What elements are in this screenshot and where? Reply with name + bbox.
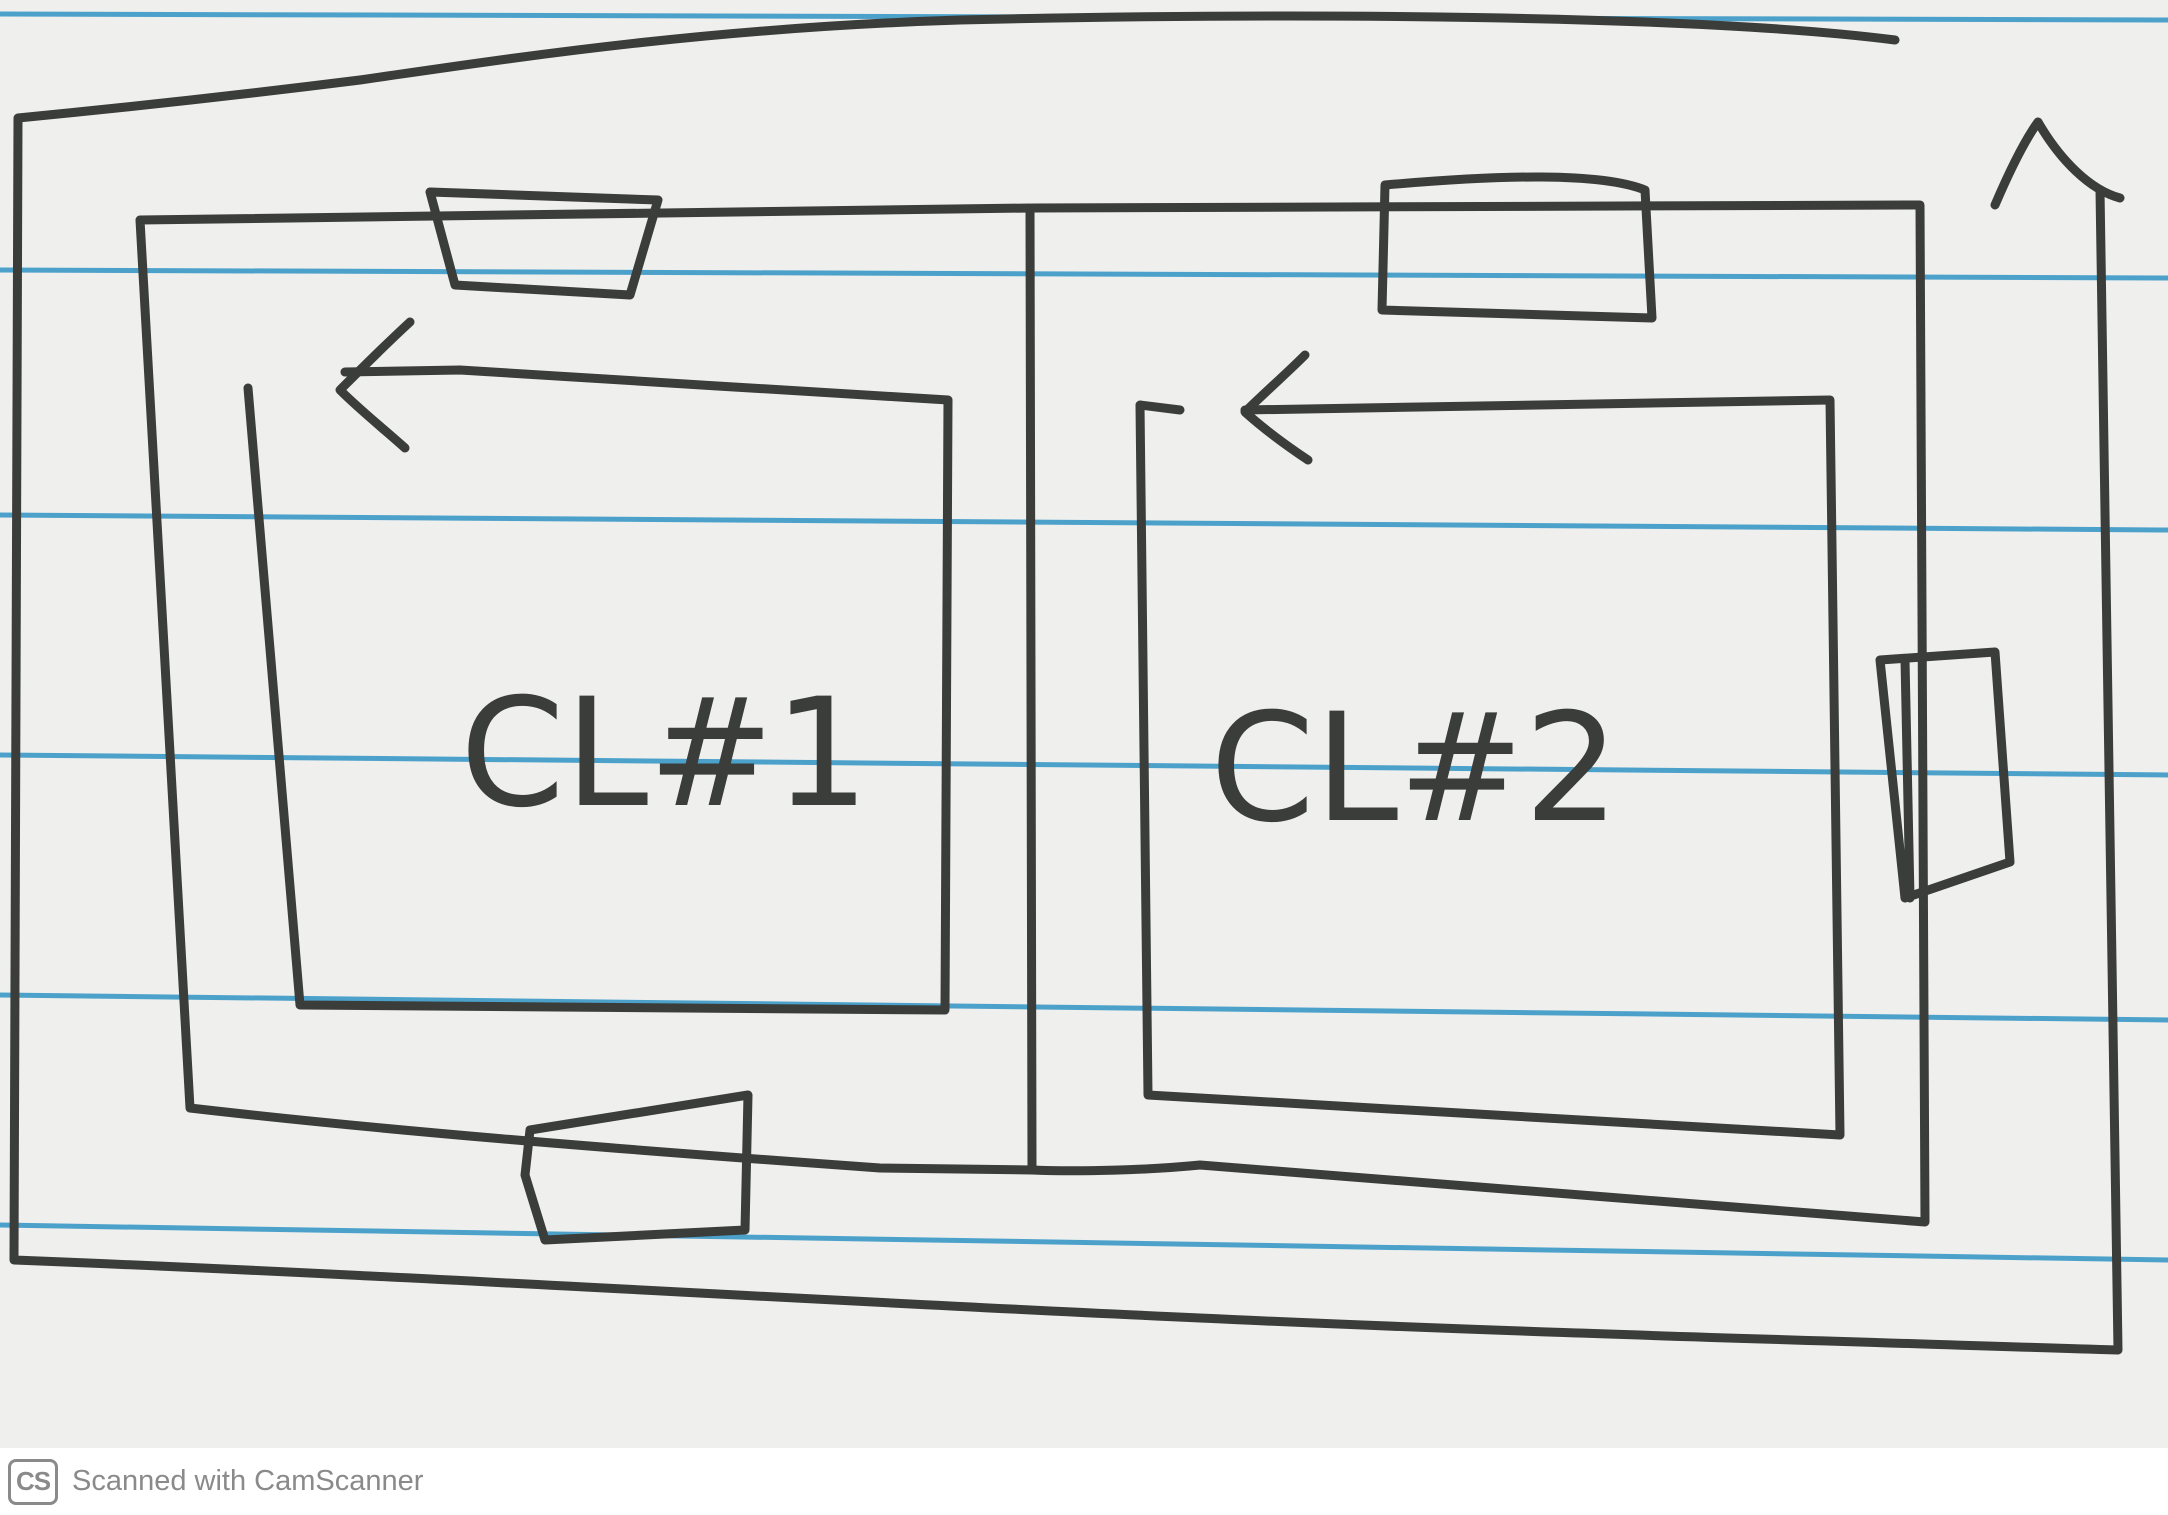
right-block-label: CL#2 [1210,682,1619,856]
right-arrow-icon [1240,350,1313,465]
notebook-paper: CL#1 CL#2 [0,11,2168,1355]
scanner-footer: CS Scanned with CamScanner [0,1448,2168,1515]
left-bottom-small-box [520,1090,753,1245]
hand-drawn-diagram: CL#1 CL#2 [0,11,2168,1355]
scanner-watermark-text: Scanned with CamScanner [72,1465,424,1497]
upward-arrow-icon [1990,117,2125,210]
right-side-small-box [1875,647,2015,903]
ruled-lines [0,11,2168,1263]
left-top-small-box [425,187,663,300]
left-inner-rectangle [243,365,953,1015]
right-inner-rectangle [1135,395,1845,1140]
left-arrow-icon [335,317,415,453]
right-outer-block [1027,200,1930,1227]
camscanner-logo-icon: CS [8,1458,58,1505]
left-block-label: CL#1 [460,667,869,841]
outer-loop-boundary [9,11,2123,1355]
right-top-small-box [1377,172,1657,323]
